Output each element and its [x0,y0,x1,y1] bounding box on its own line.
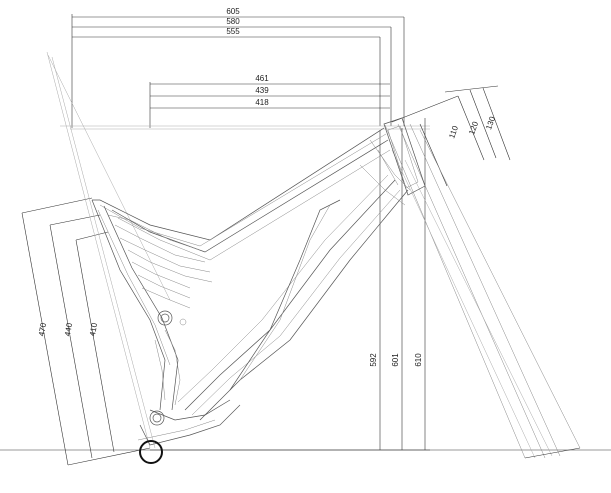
head-tube-dim-label: 120 [467,120,480,136]
head-tube-dimension-group: 110 120 130 [391,85,511,187]
reach-dim-label: 605 [226,7,240,16]
bottom-bracket-shell [139,440,163,464]
reach-dim-label: 580 [226,17,240,26]
seat-tube-dim-label: 470 [37,322,48,337]
reach-dimension-group: 605 580 555 [71,7,405,128]
inner-dim-label: 418 [255,98,269,107]
seat-tube-dim-label: 440 [63,322,74,337]
seat-tube-dimension-group: 470 440 410 [21,197,151,466]
inner-dim-label: 439 [255,86,269,95]
stack-dim-label: 592 [369,353,378,367]
head-tube-dim-label: 110 [447,124,460,140]
frame-outline [91,117,426,446]
stack-dim-label: 601 [391,353,400,367]
inner-dim-label: 461 [255,74,269,83]
steering-axis-lines [384,123,581,459]
stack-dim-label: 610 [414,353,423,367]
reach-dim-label: 555 [226,27,240,36]
inner-reach-dimension-group: 461 439 418 [149,74,390,128]
seat-axis-lines [46,51,171,449]
seat-tube-dim-label: 410 [88,322,99,337]
head-tube-dim-label: 130 [484,115,497,131]
